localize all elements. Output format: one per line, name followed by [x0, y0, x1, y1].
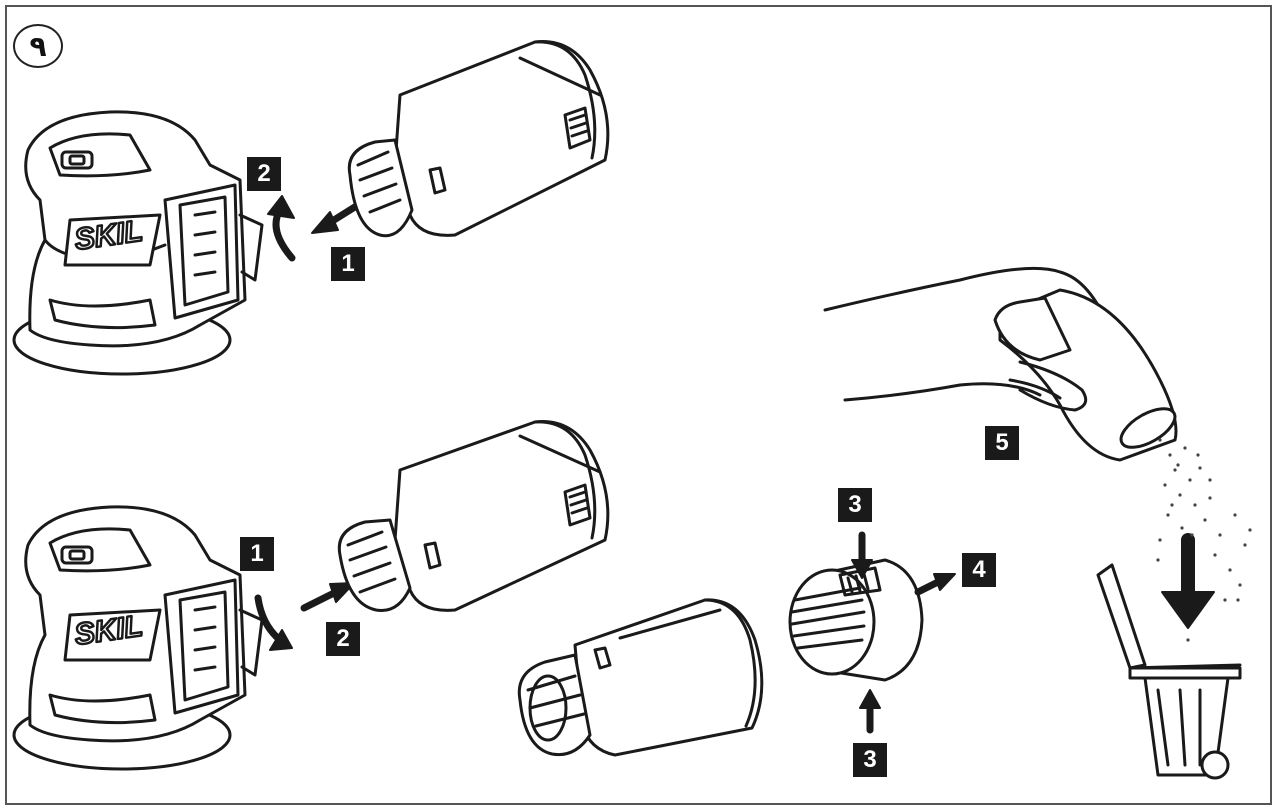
step-badge-bottom-1: 1: [240, 537, 274, 571]
dust-particles: [1156, 438, 1252, 642]
figure-number-badge: ٩: [13, 24, 63, 68]
step-badge-empty-5: 5: [985, 426, 1019, 460]
step-badge-cap-3-bottom: 3: [853, 743, 887, 777]
dust-container-top: [347, 40, 610, 238]
step-badge-cap-3-top: 3: [838, 488, 872, 522]
step-badge-cap-4: 4: [962, 553, 996, 587]
step-badge-top-2: 2: [247, 157, 281, 191]
trash-bin: [1096, 563, 1242, 780]
step-badge-bottom-2: 2: [326, 622, 360, 656]
filter-cap: [788, 558, 924, 682]
dust-container-bottom: [337, 420, 610, 613]
step-badge-top-1: 1: [331, 247, 365, 281]
sander-top: [12, 110, 264, 376]
sander-bottom: [12, 505, 264, 771]
hand-emptying: [823, 266, 1178, 462]
figure-border: [5, 5, 1272, 805]
container-detached: [517, 598, 764, 757]
